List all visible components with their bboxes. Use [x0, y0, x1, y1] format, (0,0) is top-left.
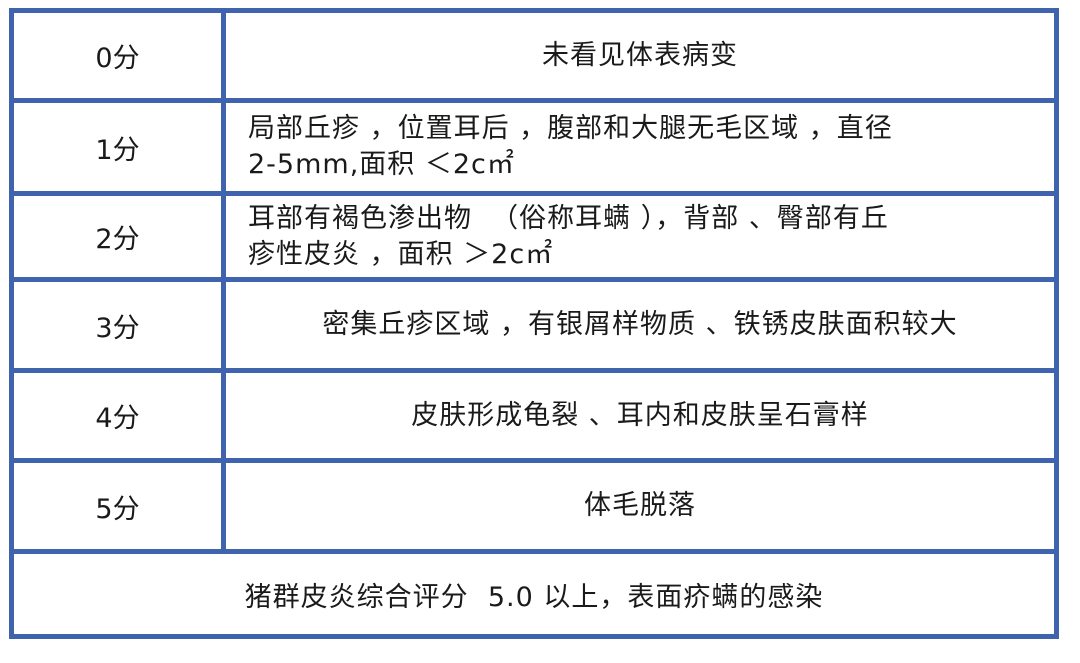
- score-cell: 4分: [14, 373, 226, 458]
- score-cell: 2分: [14, 196, 226, 277]
- description-cell: 耳部有褐色渗出物 （俗称耳螨 ），背部 、臀部有丘 疹性皮炎 ，面积 ＞2c㎡: [226, 196, 1054, 277]
- description-cell: 体毛脱落: [226, 463, 1054, 549]
- table-row: 4分 皮肤形成龟裂 、耳内和皮肤呈石膏样: [14, 373, 1054, 463]
- description-cell: 密集丘疹区域 ，有银屑样物质 、铁锈皮肤面积较大: [226, 282, 1054, 368]
- table-row: 2分 耳部有褐色渗出物 （俗称耳螨 ），背部 、臀部有丘 疹性皮炎 ，面积 ＞2…: [14, 196, 1054, 282]
- score-cell: 3分: [14, 282, 226, 368]
- description-line: 局部丘疹 ，位置耳后 ，腹部和大腿无毛区域 ，直径: [248, 113, 893, 144]
- score-cell: 1分: [14, 103, 226, 191]
- score-cell: 5分: [14, 463, 226, 549]
- description-line: 疹性皮炎 ，面积 ＞2c㎡: [248, 238, 554, 270]
- description-line: 未看见体表病变: [542, 39, 738, 71]
- description-cell: 未看见体表病变: [226, 13, 1054, 98]
- score-cell: 0分: [14, 13, 226, 98]
- description-line: 皮肤形成龟裂 、耳内和皮肤呈石膏样: [411, 399, 869, 431]
- description-line: 2-5mm,面积 ＜2c㎡: [248, 149, 515, 180]
- table-row: 1分 局部丘疹 ，位置耳后 ，腹部和大腿无毛区域 ，直径 2-5mm,面积 ＜2…: [14, 103, 1054, 196]
- description-cell: 局部丘疹 ，位置耳后 ，腹部和大腿无毛区域 ，直径 2-5mm,面积 ＜2c㎡: [226, 103, 1054, 191]
- description-cell: 皮肤形成龟裂 、耳内和皮肤呈石膏样: [226, 373, 1054, 458]
- summary-footer: 猪群皮炎综合评分 5.0 以上，表面疥螨的感染: [244, 581, 824, 613]
- description-line: 密集丘疹区域 ，有银屑样物质 、铁锈皮肤面积较大: [322, 309, 958, 340]
- table-row: 0分 未看见体表病变: [14, 13, 1054, 103]
- scoring-table: 0分 未看见体表病变 1分 局部丘疹 ，位置耳后 ，腹部和大腿无毛区域 ，直径 …: [9, 8, 1059, 639]
- description-line: 耳部有褐色渗出物 （俗称耳螨 ），背部 、臀部有丘: [248, 202, 889, 234]
- description-line: 体毛脱落: [584, 490, 696, 521]
- table-row: 3分 密集丘疹区域 ，有银屑样物质 、铁锈皮肤面积较大: [14, 282, 1054, 373]
- table-row: 5分 体毛脱落: [14, 463, 1054, 554]
